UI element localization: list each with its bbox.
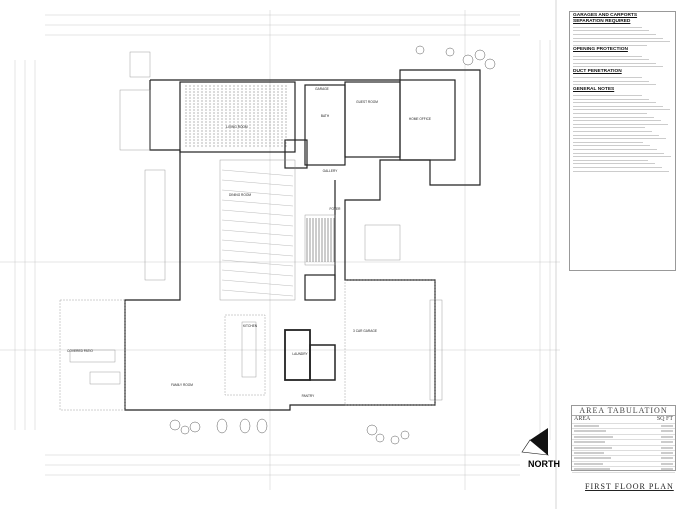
note-line — [573, 116, 655, 118]
note-line — [573, 109, 671, 111]
note-line — [573, 120, 662, 122]
room-label: GARAGE — [315, 87, 329, 91]
area-tabulation-title: AREA TABULATION — [572, 406, 675, 416]
note-line — [573, 127, 646, 129]
note-line — [573, 138, 667, 140]
sheet-title: FIRST FLOOR PLAN — [585, 482, 674, 491]
note-line — [573, 98, 650, 100]
trees — [169, 45, 496, 445]
dining-pattern-line — [221, 209, 294, 217]
notes-section-title: OPENING PROTECTION — [573, 47, 628, 53]
note-line — [573, 131, 653, 132]
dining-pattern-line — [221, 199, 294, 207]
note-line — [573, 141, 644, 143]
area-row — [572, 462, 675, 468]
note-line — [573, 84, 657, 86]
dining-pattern-line — [221, 169, 294, 177]
room-label: 3 CAR GARAGE — [353, 329, 377, 333]
note-line — [573, 80, 650, 82]
room-label: HOME OFFICE — [409, 117, 431, 121]
north-arrow-icon — [521, 428, 549, 456]
note-line — [573, 95, 643, 97]
notes-section-title: DUCT PENETRATION — [573, 68, 622, 74]
room-label: LAUNDRY — [292, 352, 308, 356]
note-line — [573, 59, 650, 61]
room-label: FAMILY ROOM — [171, 383, 193, 387]
room-label: GALLERY — [323, 169, 339, 173]
note-line — [573, 170, 670, 172]
note-line — [573, 30, 650, 32]
interior-details — [59, 51, 443, 411]
dining-pattern-line — [221, 289, 294, 297]
area-rows — [572, 424, 675, 473]
dining-pattern-line — [221, 249, 294, 257]
note-line — [573, 156, 671, 158]
area-tabulation: AREA TABULATION AREA SQ FT — [571, 405, 676, 473]
note-line — [573, 44, 648, 46]
north-label: NORTH — [528, 459, 560, 469]
dining-pattern-line — [221, 229, 294, 237]
dining-pattern-line — [221, 259, 294, 267]
notes-header: GARAGES AND CARPORTS — [573, 13, 638, 18]
note-line — [573, 77, 643, 79]
area-row — [572, 424, 675, 430]
dining-pattern-line — [221, 189, 294, 197]
area-row — [572, 467, 675, 473]
note-line — [573, 26, 643, 28]
area-row — [572, 456, 675, 462]
note-line — [573, 37, 664, 39]
note-line — [573, 102, 657, 104]
dining-pattern-line — [221, 269, 294, 277]
notes-panel: GARAGES AND CARPORTS SEPARATION REQUIRED… — [569, 11, 676, 271]
dining-pattern-line — [221, 179, 294, 187]
room-labels: LIVING ROOM GUEST ROOM HOME OFFICE GALLE… — [67, 87, 431, 398]
note-line — [573, 105, 664, 107]
room-label: KITCHEN — [243, 324, 258, 328]
room-label: COVERED PATIO — [67, 349, 93, 353]
area-row — [572, 435, 675, 441]
note-line — [573, 166, 663, 168]
notes-section-title: GENERAL NOTES — [573, 86, 615, 92]
note-line — [573, 134, 660, 136]
dining-pattern-line — [221, 219, 294, 227]
sqft-col-label: SQ FT — [656, 416, 673, 422]
note-line — [573, 33, 657, 35]
room-label: PANTRY — [302, 394, 316, 398]
area-header-row: AREA SQ FT — [572, 416, 675, 424]
notes-body: SEPARATION REQUIRED OPENING PROTECTION DUC… — [573, 18, 672, 172]
room-label: LIVING ROOM — [226, 125, 248, 129]
room-label: FOYER — [330, 207, 342, 211]
note-line — [573, 62, 657, 64]
area-col-label: AREA — [574, 416, 591, 422]
hatch-pattern — [185, 85, 287, 147]
area-row — [572, 451, 675, 457]
area-row — [572, 440, 675, 446]
room-label: BATH — [321, 114, 330, 118]
note-line — [573, 41, 671, 43]
note-line — [573, 148, 658, 150]
note-line — [573, 145, 651, 147]
notes-section-title: SEPARATION REQUIRED — [573, 18, 631, 24]
note-line — [573, 152, 665, 154]
dining-pattern-line — [221, 279, 294, 287]
walls — [124, 69, 481, 411]
area-row — [572, 429, 675, 435]
note-line — [573, 123, 669, 125]
note-line — [573, 66, 664, 68]
room-label: GUEST ROOM — [356, 100, 378, 104]
note-line — [573, 113, 648, 115]
area-row — [572, 446, 675, 451]
dining-pattern-line — [221, 239, 294, 247]
note-line — [573, 159, 649, 161]
note-line — [573, 55, 643, 57]
room-label: DINING ROOM — [229, 193, 251, 197]
note-line — [573, 163, 656, 165]
